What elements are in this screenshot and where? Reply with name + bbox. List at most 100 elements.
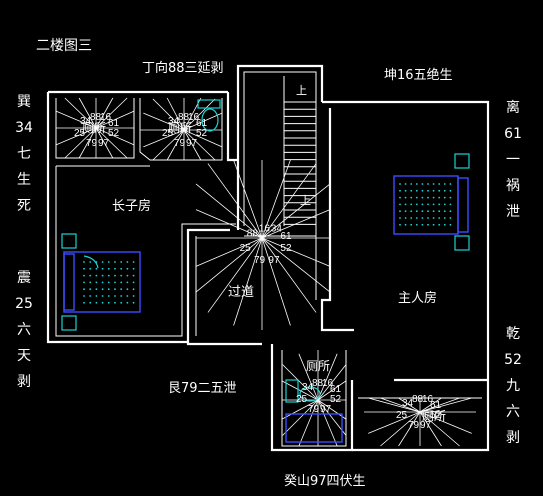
bed-dot (126, 261, 129, 263)
bed-dot (83, 288, 85, 291)
compass-ray (261, 159, 291, 239)
bed-dot (120, 261, 123, 263)
compass-number: 52 (280, 243, 292, 254)
compass-number: 97 (320, 404, 332, 415)
vertical-label-char: 生 (17, 172, 31, 188)
bed-dot (410, 210, 413, 213)
compass-number: 61 (330, 384, 342, 395)
bed-dot (120, 281, 123, 284)
bed-dot (421, 217, 424, 219)
compass-ray (419, 397, 460, 413)
compass-ray (95, 110, 135, 129)
bed-dot (449, 210, 452, 213)
compass-ray (281, 399, 319, 420)
bed-dot (415, 196, 418, 199)
vertical-label-char: 死 (17, 198, 31, 214)
sink-n (197, 99, 221, 109)
bed-dot (101, 295, 104, 297)
bed-dot (83, 267, 85, 270)
direction-top-right: 坤16五绝生 (384, 67, 453, 83)
bed-dot (449, 223, 452, 226)
bed-dot (443, 210, 446, 213)
bed-dot (421, 203, 424, 206)
compass-number: 25 (162, 128, 174, 139)
compass-ray (368, 397, 421, 413)
compass-number: 16 (259, 224, 271, 235)
wall-bath-s-inner (281, 350, 347, 447)
compass-number: 88 (247, 228, 259, 239)
bed-dot (126, 281, 129, 284)
compass-number: 79 (408, 420, 420, 431)
bed-dot (432, 203, 435, 206)
bed-dot (107, 301, 110, 304)
compass-ray (233, 159, 263, 239)
compass-number: 16 (188, 112, 200, 123)
bed-dot (427, 196, 429, 199)
bed-dot (132, 281, 135, 284)
bed-dot (101, 301, 104, 304)
bed-dot (410, 223, 413, 226)
compass-ray (143, 129, 185, 148)
compass-ray (298, 353, 319, 401)
bed-dot (114, 267, 116, 270)
direction-bottom-left: 艮79二五泄 (168, 381, 237, 396)
bed-dot (399, 203, 401, 206)
compass-rays (55, 97, 476, 447)
vertical-label-char: 34 (15, 120, 33, 136)
bed-dot (415, 217, 418, 219)
compass-ray (419, 411, 460, 447)
bed-dot (107, 261, 110, 263)
compass-ray (183, 112, 223, 131)
nightstand-master-bottom (454, 235, 470, 251)
compass-ray (261, 183, 331, 239)
vertical-label-char: 七 (17, 146, 31, 162)
vertical-label-char: 52 (504, 352, 522, 368)
wall-bath-s-box (270, 344, 354, 452)
compass-number: 88 (178, 112, 190, 123)
compass-ray (195, 237, 263, 293)
compass-ray (233, 237, 263, 326)
compass-ray (183, 129, 202, 161)
bed-dot (438, 217, 441, 219)
vertical-label-char: 祸 (506, 178, 520, 194)
vertical-label-char: 一 (506, 152, 520, 168)
compass-ray (261, 237, 331, 293)
compass-ray (95, 97, 114, 129)
bed-dot (101, 274, 104, 277)
bed-dot (421, 223, 424, 226)
bed-dot (404, 210, 407, 213)
bed-dot (120, 267, 123, 270)
bed-dot (95, 288, 98, 291)
bed-dot (421, 196, 424, 199)
bed-dot (427, 203, 429, 206)
vertical-label-char: 九 (506, 378, 520, 394)
bed-dot (443, 203, 446, 206)
nightstand-eldest-bottom (61, 315, 77, 331)
bed-dot (132, 274, 135, 277)
compass-ray (183, 98, 216, 131)
compass-ray (152, 129, 185, 161)
compass-ray (207, 163, 263, 239)
bed-dot (421, 183, 424, 185)
bed-dot (107, 288, 110, 291)
bed-dot (114, 274, 116, 277)
bed-dot (438, 189, 441, 192)
vertical-label-char: 25 (15, 296, 33, 312)
bed-dot (443, 196, 446, 199)
compass-number: 34 (80, 116, 92, 127)
bed-dot (95, 281, 98, 284)
bed-dot (126, 301, 129, 304)
bed-dot (432, 223, 435, 226)
compass-number: 52 (196, 128, 208, 139)
bed-dot (410, 189, 413, 192)
compass-ray (64, 127, 97, 159)
room-bath-s: 厕所 (306, 359, 330, 373)
bed-dot (404, 189, 407, 192)
bed-dot (114, 301, 116, 304)
room-bath-n: 厕所 (168, 121, 192, 135)
compass-number: 97 (98, 138, 110, 149)
vertical-label-char: 泄 (506, 204, 520, 220)
bed-eldest-headboard (63, 253, 75, 311)
